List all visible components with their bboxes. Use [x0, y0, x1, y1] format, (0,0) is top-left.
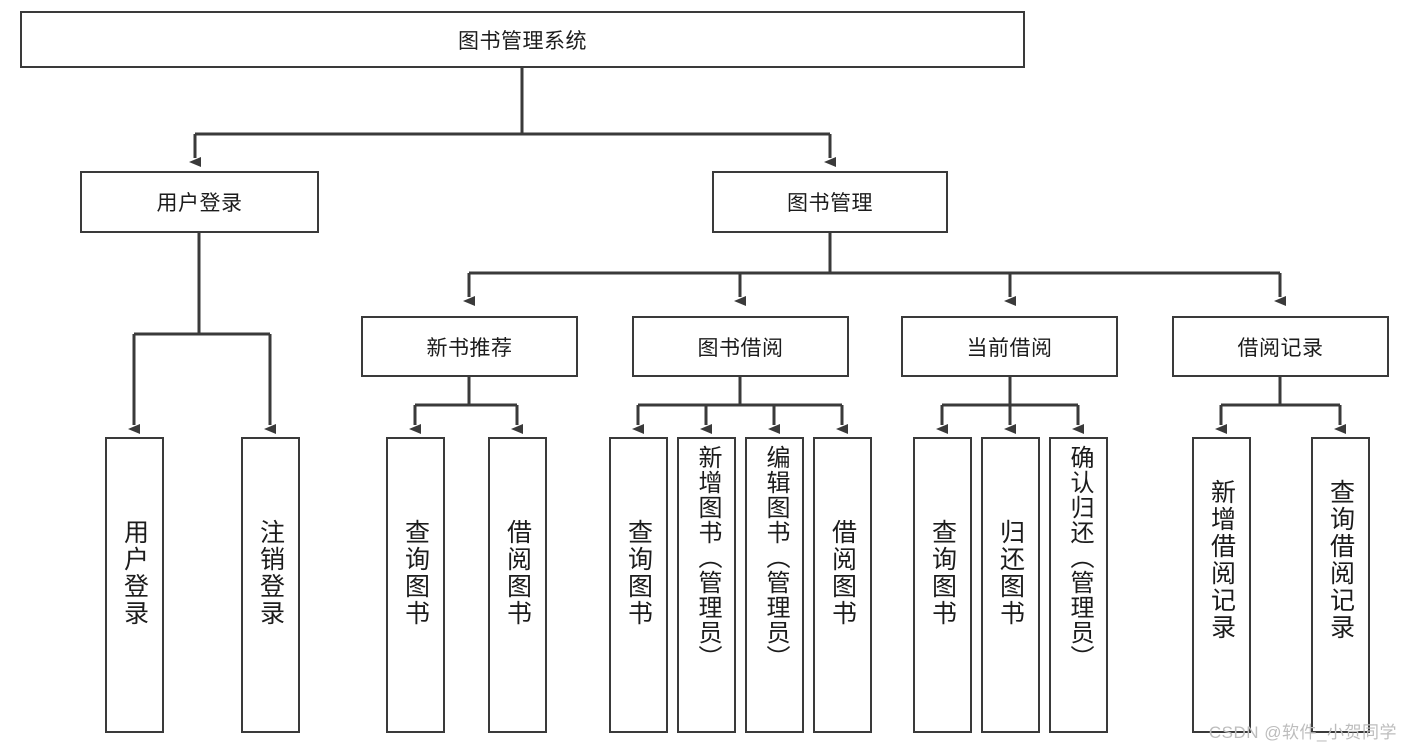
node-label: 新增图书（管理员）: [693, 445, 721, 670]
node-leaf-confirm-return-admin[interactable]: 确认归还（管理员）: [1049, 437, 1108, 733]
node-label: 查询图书: [624, 519, 653, 627]
node-user-login[interactable]: 用户登录: [80, 171, 319, 233]
node-label: 图书管理: [787, 192, 873, 215]
node-leaf-logout[interactable]: 注销登录: [241, 437, 300, 733]
node-label: 用户登录: [120, 519, 149, 627]
node-label: 查询借阅记录: [1326, 479, 1355, 641]
node-label: 借阅图书: [503, 519, 532, 627]
node-leaf-add-book-admin[interactable]: 新增图书（管理员）: [677, 437, 736, 733]
node-label: 借阅图书: [828, 519, 857, 627]
node-label: 查询图书: [401, 519, 430, 627]
node-root-book-management-system[interactable]: 图书管理系统: [20, 11, 1025, 68]
node-label: 归还图书: [996, 519, 1025, 627]
node-leaf-return-book[interactable]: 归还图书: [981, 437, 1040, 733]
csdn-watermark: CSDN @软件_小贺同学: [1208, 723, 1397, 742]
node-label: 图书借阅: [697, 336, 784, 360]
node-label: 查询图书: [928, 519, 957, 627]
node-leaf-borrow-book-recommend[interactable]: 借阅图书: [488, 437, 547, 733]
node-leaf-query-book-current[interactable]: 查询图书: [913, 437, 972, 733]
node-label: 确认归还（管理员）: [1065, 445, 1093, 670]
node-borrow-record[interactable]: 借阅记录: [1172, 316, 1389, 377]
node-leaf-user-login[interactable]: 用户登录: [105, 437, 164, 733]
node-current-borrow[interactable]: 当前借阅: [901, 316, 1118, 377]
node-label: 图书管理系统: [458, 29, 587, 53]
node-new-book-recommend[interactable]: 新书推荐: [361, 316, 578, 377]
node-leaf-query-book-borrow[interactable]: 查询图书: [609, 437, 668, 733]
node-label: 新增借阅记录: [1207, 479, 1236, 641]
node-label: 编辑图书（管理员）: [761, 445, 789, 670]
node-label: 借阅记录: [1237, 336, 1324, 360]
node-label: 注销登录: [256, 519, 285, 627]
node-leaf-query-borrow-record[interactable]: 查询借阅记录: [1311, 437, 1370, 733]
node-label: 用户登录: [156, 192, 243, 215]
node-label: 当前借阅: [966, 336, 1053, 360]
node-book-borrow[interactable]: 图书借阅: [632, 316, 849, 377]
node-label: 新书推荐: [426, 336, 513, 360]
node-leaf-add-borrow-record[interactable]: 新增借阅记录: [1192, 437, 1251, 733]
node-leaf-borrow-book[interactable]: 借阅图书: [813, 437, 872, 733]
node-book-management[interactable]: 图书管理: [712, 171, 948, 233]
node-leaf-query-book-recommend[interactable]: 查询图书: [386, 437, 445, 733]
node-leaf-edit-book-admin[interactable]: 编辑图书（管理员）: [745, 437, 804, 733]
